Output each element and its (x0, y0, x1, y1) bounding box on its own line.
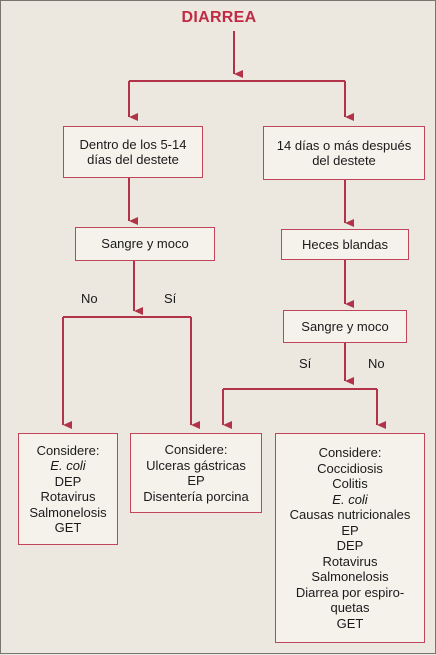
node-branch-left-line: Dentro de los 5-14 (79, 136, 187, 152)
node-result-c: Considere: Coccidiosis Colitis E. coli C… (275, 433, 425, 643)
node-left-sign-label: Sangre y moco (101, 236, 189, 252)
label-left-no: No (81, 291, 98, 306)
node-branch-right: 14 días o más después del destete (263, 126, 425, 180)
node-result-c-item: GET (336, 615, 364, 631)
node-result-a-item: GET (54, 520, 82, 535)
label-left-si: Sí (164, 291, 177, 306)
node-branch-left-line: días del destete (87, 152, 179, 167)
node-right-sign1: Heces blandas (281, 229, 409, 260)
node-result-a-item: E. coli (50, 458, 86, 473)
node-result-c-item: quetas (330, 600, 370, 615)
node-result-a: Considere: E. coli DEP Rotavirus Salmone… (18, 433, 118, 545)
label-right-si: Sí (299, 356, 312, 371)
node-result-c-item: EP (341, 522, 359, 538)
node-right-sign1-label: Heces blandas (302, 236, 388, 252)
node-result-a-item: Salmonelosis (29, 504, 107, 520)
node-right-sign2: Sangre y moco (283, 310, 407, 343)
node-result-b-item: Ulceras gástricas (146, 457, 246, 473)
node-branch-right-line: 14 días o más después (276, 137, 412, 153)
node-result-c-item: Colitis (332, 476, 368, 491)
node-result-a-item: DEP (54, 473, 82, 489)
node-right-sign2-label: Sangre y moco (301, 318, 389, 334)
node-result-c-item: Causas nutricionales (289, 507, 411, 522)
node-result-b-item: EP (187, 473, 205, 488)
node-result-c-item: Coccidiosis (317, 460, 383, 476)
node-result-c-item: DEP (336, 538, 364, 553)
node-result-c-item: Diarrea por espiro- (295, 584, 405, 600)
node-result-a-heading: Considere: (36, 442, 100, 458)
node-branch-right-line: del destete (312, 153, 376, 168)
node-left-sign: Sangre y moco (75, 227, 215, 261)
label-right-no: No (368, 356, 385, 371)
node-result-c-item: Rotavirus (322, 553, 378, 569)
node-result-b-item: Disentería porcina (143, 488, 249, 504)
diagram-title: DIARREA (181, 9, 257, 26)
node-result-a-item: Rotavirus (40, 489, 96, 504)
node-result-b-heading: Considere: (164, 442, 228, 457)
node-result-c-heading: Considere: (318, 445, 382, 460)
node-result-c-item: Salmonelosis (311, 569, 389, 584)
node-result-b: Considere: Ulceras gástricas EP Disenter… (130, 433, 262, 513)
node-branch-left: Dentro de los 5-14 días del destete (63, 126, 203, 178)
node-result-c-item: E. coli (332, 491, 368, 507)
